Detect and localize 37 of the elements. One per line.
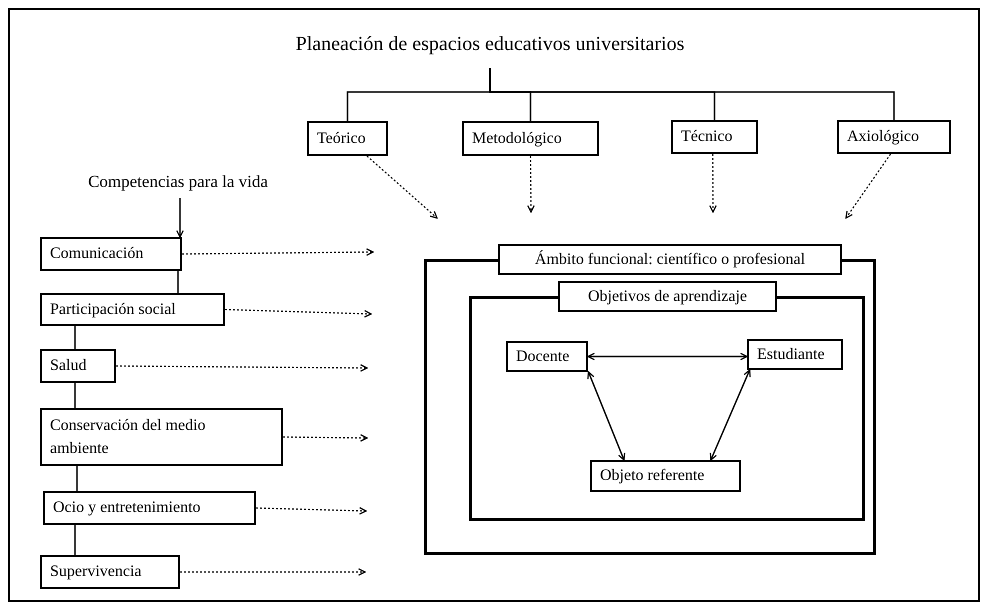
arrow: [224, 308, 372, 318]
connector-line: [74, 326, 76, 349]
connector-line: [74, 383, 76, 408]
competency-box: Ocio y entretenimiento: [43, 491, 256, 525]
arrow: [366, 156, 438, 219]
connector-line: [489, 68, 895, 120]
category-box: Teórico: [307, 121, 388, 156]
frame-heading: Ámbito funcional: científico o profesional: [498, 244, 842, 275]
connector-line: [177, 271, 179, 293]
category-box: Axiológico: [837, 120, 951, 154]
arrow: [283, 434, 368, 442]
competency-box: Conservación del medio ambiente: [40, 408, 283, 466]
arrow: [709, 154, 717, 213]
section-heading: Competencias para la vida: [60, 170, 296, 194]
arrow: [527, 156, 535, 213]
arrow: [176, 198, 184, 238]
arrow: [256, 506, 367, 515]
competency-box: Comunicación: [40, 237, 182, 271]
diagram-title: Planeación de espacios educativos universitarios: [270, 30, 710, 58]
competency-box: Salud: [40, 349, 116, 383]
arrow: [587, 352, 748, 360]
arrow: [180, 568, 366, 576]
arrow: [845, 154, 892, 219]
frame-heading: Objetivos de aprendizaje: [558, 281, 777, 312]
arrow: [182, 248, 374, 256]
connector-line: [76, 466, 78, 491]
actor-box: Estudiante: [747, 339, 843, 370]
arrow: [116, 364, 368, 372]
arrow: [710, 369, 751, 461]
competency-box: Supervivencia: [40, 555, 180, 589]
category-box: Metodológico: [462, 121, 599, 156]
connector-line: [74, 525, 76, 555]
arrow: [587, 371, 626, 461]
actor-box: Objeto referente: [590, 460, 741, 492]
competency-box: Participación social: [40, 293, 225, 326]
category-box: Técnico: [671, 120, 758, 154]
actor-box: Docente: [506, 341, 588, 372]
